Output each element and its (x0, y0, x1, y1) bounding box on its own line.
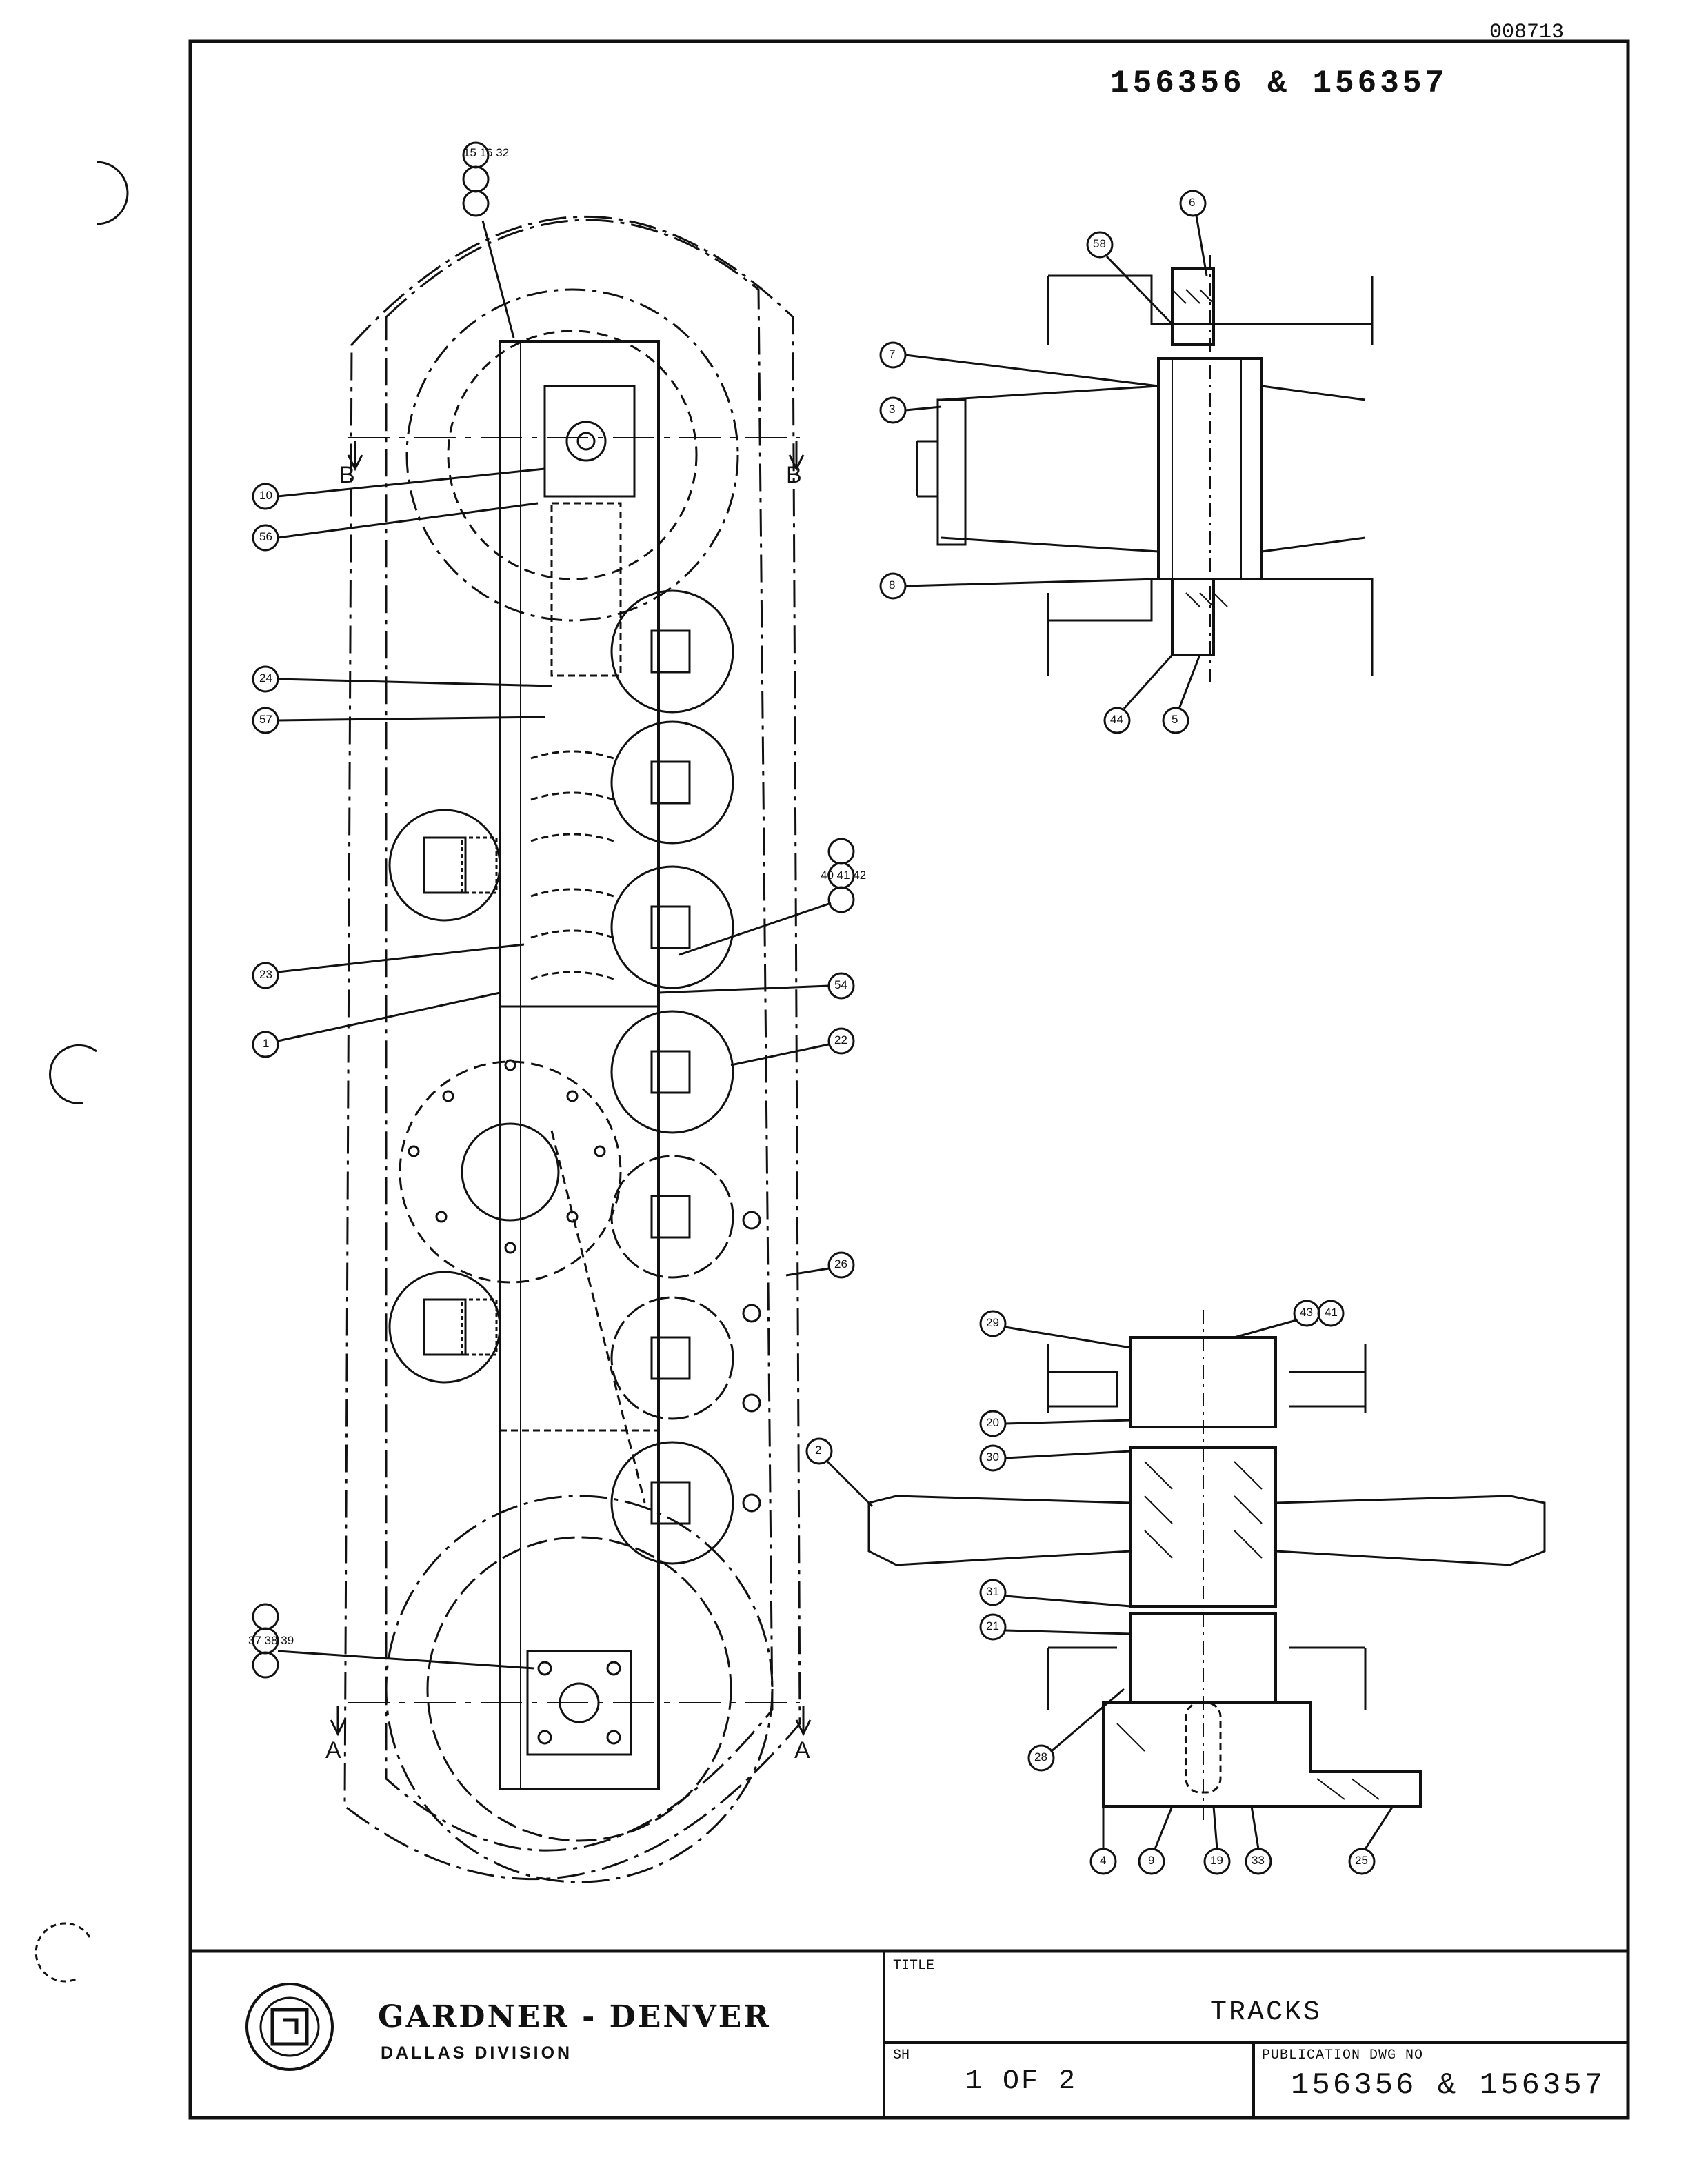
company-name: GARDNER - DENVER (378, 1999, 771, 2034)
callout-15-16-32: 15 16 32 (463, 146, 510, 159)
callout-9: 9 (1148, 1854, 1155, 1867)
track-outline (385, 219, 774, 1852)
callout-8: 8 (889, 578, 896, 592)
company-division: DALLAS DIVISION (381, 2043, 573, 2063)
section-b-view (916, 255, 1374, 682)
track-frame (499, 340, 660, 1790)
callout-37-38-39: 37 38 39 (248, 1634, 294, 1647)
rear-idler (426, 1536, 732, 1842)
callout-5: 5 (1172, 713, 1178, 726)
callout-44: 44 (1110, 713, 1123, 726)
callout-10: 10 (259, 489, 272, 502)
sheet-border (188, 39, 1630, 2120)
track-side-view (330, 216, 812, 1883)
publication-label: PUBLICATION DWG NO (1262, 2048, 1424, 2063)
callout-25: 25 (1355, 1854, 1368, 1867)
section-label-b-right: B (786, 462, 802, 488)
drawing-title: TRACKS (1210, 1997, 1323, 2028)
sheet-number: 1 OF 2 (965, 2066, 1078, 2097)
gardner-denver-logo (245, 1983, 334, 2071)
callout-43: 43 (1300, 1306, 1313, 1319)
section-label-a-left: A (325, 1737, 341, 1763)
callout-20: 20 (986, 1416, 999, 1429)
callout-29: 29 (986, 1316, 999, 1329)
sheet-label: SH (893, 2048, 910, 2063)
callout-40-41-42: 40 41 42 (821, 869, 867, 882)
callout-4: 4 (1100, 1854, 1107, 1867)
callout-41: 41 (1325, 1306, 1338, 1319)
callout-2: 2 (815, 1444, 822, 1457)
section-label-b-left: B (339, 462, 355, 488)
drive-sprocket (399, 1060, 622, 1284)
callout-33: 33 (1252, 1854, 1265, 1867)
callout-bubbles (252, 141, 1394, 1875)
callout-21: 21 (986, 1619, 999, 1632)
callout-30: 30 (986, 1450, 999, 1464)
section-a-view (867, 1310, 1546, 1820)
callout-31: 31 (986, 1585, 999, 1598)
binder-holes (34, 161, 129, 1983)
publication-number: 156356 & 156357 (1291, 2068, 1606, 2103)
callout-24: 24 (259, 671, 272, 685)
callout-3: 3 (889, 403, 896, 416)
part-numbers-header: 156356 & 156357 (1110, 65, 1448, 101)
callout-23: 23 (259, 968, 272, 981)
callout-7: 7 (889, 347, 896, 361)
callout-19: 19 (1210, 1854, 1223, 1867)
callout-54: 54 (834, 978, 847, 991)
callout-1: 1 (263, 1037, 270, 1050)
title-label: TITLE (893, 1958, 935, 1974)
callout-6: 6 (1189, 196, 1196, 209)
callout-22: 22 (834, 1033, 847, 1046)
callout-28: 28 (1034, 1750, 1047, 1763)
callout-56: 56 (259, 530, 272, 543)
callout-58: 58 (1093, 237, 1106, 250)
section-label-a-right: A (794, 1737, 810, 1763)
callout-57: 57 (259, 713, 272, 726)
callout-26: 26 (834, 1257, 847, 1271)
document-id: 008713 (1489, 21, 1565, 44)
track-rollers (610, 589, 734, 1565)
